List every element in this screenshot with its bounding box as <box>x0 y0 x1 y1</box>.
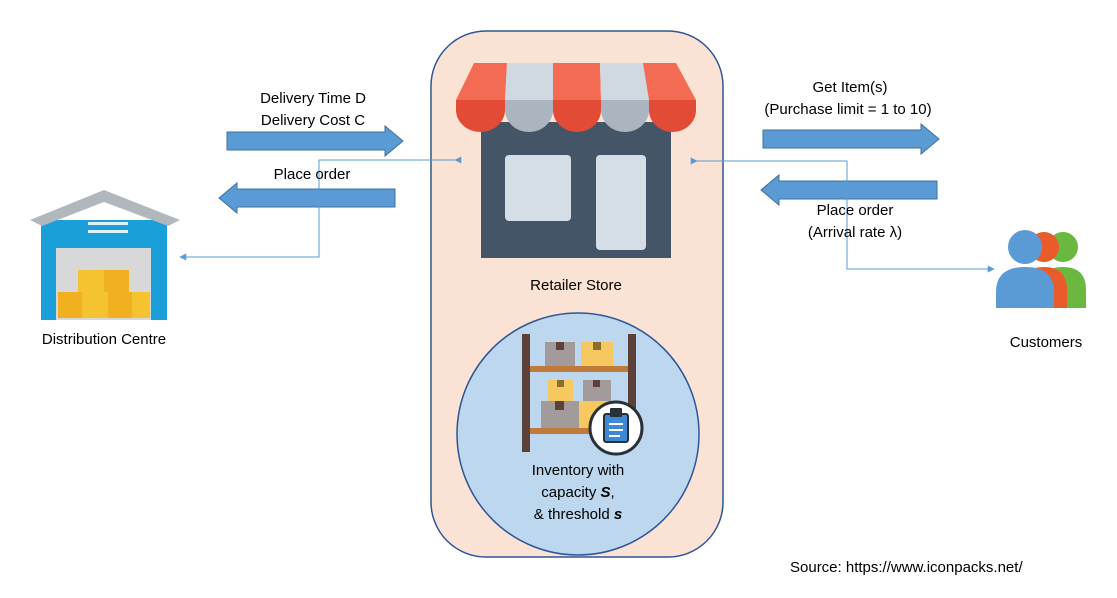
delivery-cost-label: Delivery Cost C <box>260 112 366 129</box>
place-order-right-label: Place order <box>816 202 894 219</box>
place-order-left-label: Place order <box>273 166 351 183</box>
delivery-arrow <box>226 124 404 158</box>
inventory-shelf-icon <box>522 334 636 452</box>
customers-icon <box>996 230 1086 308</box>
get-items-arrow <box>762 122 940 156</box>
capacity-variable: S <box>600 484 611 501</box>
store-icon <box>456 63 696 258</box>
purchase-limit-label: (Purchase limit = 1 to 10) <box>764 101 932 118</box>
inventory-line-3: & threshold s <box>503 504 653 526</box>
retailer-store-label: Retailer Store <box>530 277 622 294</box>
capacity-suffix: , <box>610 484 615 501</box>
delivery-time-label: Delivery Time D <box>260 90 366 107</box>
arrival-rate-label: (Arrival rate λ) <box>807 224 903 241</box>
clipboard-icon <box>588 400 644 456</box>
distribution-centre-label: Distribution Centre <box>41 331 167 348</box>
inventory-line-2: capacity S, <box>503 482 653 504</box>
get-items-label: Get Item(s) <box>812 79 888 96</box>
threshold-text: & threshold <box>533 506 614 523</box>
capacity-text: capacity <box>541 484 601 501</box>
source-credit: Source: https://www.iconpacks.net/ <box>790 559 1023 576</box>
threshold-variable: s <box>613 506 623 523</box>
connector-store-to-customers <box>690 157 995 273</box>
connector-store-to-warehouse <box>179 156 462 261</box>
inventory-line-1: Inventory with <box>531 462 625 479</box>
place-order-left-arrow <box>218 181 396 215</box>
customers-label: Customers <box>1009 334 1083 351</box>
warehouse-icon <box>30 190 180 320</box>
